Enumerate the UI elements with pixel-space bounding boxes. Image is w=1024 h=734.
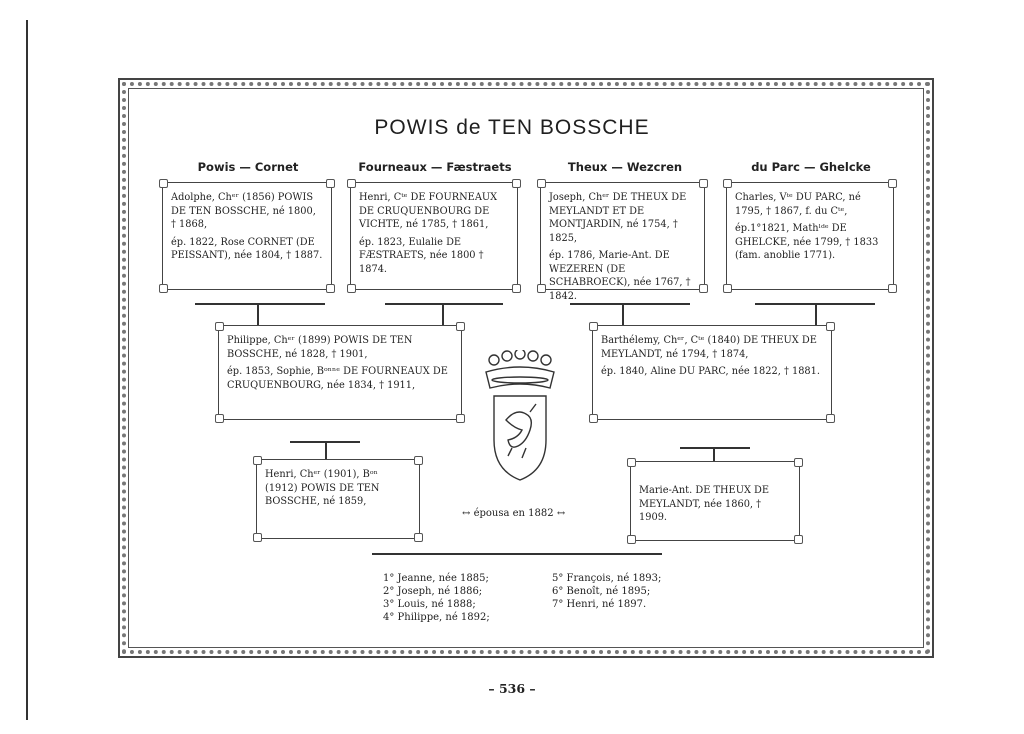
frame-ornament xyxy=(122,82,930,654)
box-text: ép.1°1821, Mathˡᵈᵉ DE GHELCKE, née 1799,… xyxy=(735,223,879,261)
box-henri-fourneaux: Henri, Cᵗᵉ DE FOURNEAUX DE CRUQUENBOURG … xyxy=(347,179,521,293)
box-text: ép. 1853, Sophie, Bᵒⁿⁿᵉ DE FOURNEAUX DE … xyxy=(227,366,448,391)
child-entry: 5° François, né 1893; xyxy=(552,573,662,584)
box-text: Joseph, Chᵉʳ DE THEUX DE MEYLANDT ET DE … xyxy=(549,192,687,244)
children-list-right: 5° François, né 1893; 6° Benoît, né 1895… xyxy=(552,572,661,611)
header-du-parc: du Parc — Ghelcke xyxy=(751,160,871,174)
box-text: Barthélemy, Chᵉʳ, Cᵗᵉ (1840) DE THEUX DE… xyxy=(601,335,817,360)
box-text: Charles, Vᵗᵉ DU PARC, né 1795, † 1867, f… xyxy=(735,192,861,217)
connector-line xyxy=(570,303,690,305)
connector-line xyxy=(622,303,624,325)
box-marie-ant-theux: Marie-Ant. DE THEUX DE MEYLANDT, née 186… xyxy=(627,458,803,544)
box-text: Adolphe, Chᵉʳ (1856) POWIS DE TEN BOSSCH… xyxy=(171,192,316,230)
child-entry: 2° Joseph, né 1886; xyxy=(383,586,483,597)
box-text: ép. 1840, Aline DU PARC, née 1822, † 188… xyxy=(601,366,821,377)
connector-line xyxy=(442,303,444,325)
box-text: ép. 1822, Rose CORNET (DE PEISSANT), née… xyxy=(171,236,323,262)
coat-of-arms-icon xyxy=(485,350,555,481)
connector-line xyxy=(713,447,715,461)
page-number: – 536 – xyxy=(488,681,536,696)
connector-line xyxy=(385,303,503,305)
box-adolphe-powis: Adolphe, Chᵉʳ (1856) POWIS DE TEN BOSSCH… xyxy=(159,179,335,293)
child-entry: 1° Jeanne, née 1885; xyxy=(383,573,489,584)
header-theux: Theux — Wezcren xyxy=(567,160,683,174)
box-text: Philippe, Chᵉʳ (1899) POWIS DE TEN BOSSC… xyxy=(227,335,413,360)
box-philippe-powis: Philippe, Chᵉʳ (1899) POWIS DE TEN BOSSC… xyxy=(215,322,465,423)
box-text: Henri, Chᵉʳ (1901), Bᵒⁿ (1912) POWIS DE … xyxy=(265,469,380,507)
connector-line xyxy=(325,441,327,459)
child-entry: 6° Benoît, né 1895; xyxy=(552,586,651,597)
ornament-icon: ↔ xyxy=(462,508,471,519)
page-edge-line xyxy=(26,20,28,720)
header-fourneaux: Fourneaux — Fæstraets xyxy=(358,160,512,174)
children-list-left: 1° Jeanne, née 1885; 2° Joseph, né 1886;… xyxy=(383,572,490,624)
ornament-icon: ↔ xyxy=(556,508,566,519)
child-entry: 3° Louis, né 1888; xyxy=(383,599,476,610)
child-entry: 4° Philippe, né 1892; xyxy=(383,612,490,623)
child-entry: 7° Henri, né 1897. xyxy=(552,599,647,610)
marriage-text: épousa en 1882 xyxy=(473,508,554,519)
connector-line xyxy=(257,303,259,325)
connector-line xyxy=(815,303,817,325)
children-connector xyxy=(372,553,662,555)
box-joseph-theux: Joseph, Chᵉʳ DE THEUX DE MEYLANDT ET DE … xyxy=(537,179,708,302)
connector-line xyxy=(680,447,750,449)
ornamental-frame xyxy=(118,78,934,658)
box-text: Henri, Cᵗᵉ DE FOURNEAUX DE CRUQUENBOURG … xyxy=(359,192,498,230)
box-barthelemy-theux: Barthélemy, Chᵉʳ, Cᵗᵉ (1840) DE THEUX DE… xyxy=(589,322,835,423)
header-powis-cornet: Powis — Cornet xyxy=(197,160,299,174)
marriage-caption: ↔ épousa en 1882 ↔ xyxy=(462,508,565,519)
box-text: Marie-Ant. DE THEUX DE MEYLANDT, née 186… xyxy=(639,485,770,523)
box-text: ép. 1823, Eulalie DE FÆSTRAETS, née 1800… xyxy=(359,236,484,275)
box-henri-powis: Henri, Chᵉʳ (1901), Bᵒⁿ (1912) POWIS DE … xyxy=(253,456,423,542)
box-charles-du-parc: Charles, Vᵗᵉ DU PARC, né 1795, † 1867, f… xyxy=(723,179,897,293)
frame-inner-border xyxy=(128,88,924,648)
box-text: ép. 1786, Marie-Ant. DE WEZEREN (DE SCHA… xyxy=(549,250,691,302)
connector-line xyxy=(195,303,325,305)
page-title: POWIS de TEN BOSSCHE xyxy=(374,116,650,139)
